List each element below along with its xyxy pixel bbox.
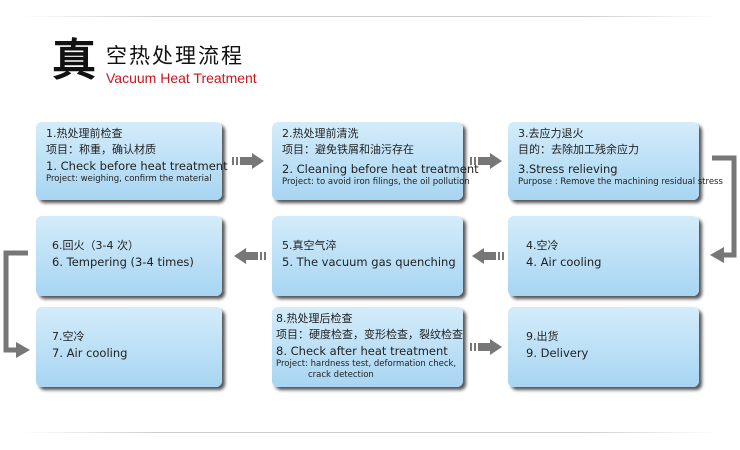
connector-right-icon	[710, 155, 737, 263]
step-2: 2.热处理前清洗 项目：避免铁屑和油污存在 2. Cleaning before…	[272, 122, 479, 200]
step-1: 1.热处理前检查 项目：称重，确认材质 1. Check before heat…	[36, 122, 228, 200]
logo-char: 真	[52, 35, 96, 86]
step-cn-desc: 项目：避免铁屑和油污存在	[282, 143, 414, 156]
step-en-title: 6. Tempering (3-4 times)	[52, 255, 194, 269]
step-en-title: 4. Air cooling	[526, 255, 602, 269]
step-en-desc: Project: to avoid iron filings, the oil …	[282, 177, 470, 187]
title-cn: 空热处理流程	[106, 44, 244, 68]
step-en-title: 8. Check after heat treatment	[276, 344, 448, 358]
step-en-desc: Purpose : Remove the machining residual …	[518, 177, 723, 187]
step-en-title: 7. Air cooling	[52, 346, 128, 360]
step-en-desc-2: crack detection	[308, 370, 374, 380]
arrow-right-icon	[470, 153, 502, 169]
step-en-title: 3.Stress relieving	[518, 162, 618, 176]
arrow-left-icon	[234, 248, 266, 264]
step-en-title: 2. Cleaning before heat treatment	[282, 162, 479, 176]
step-cn-title: 8.热处理后检查	[276, 312, 353, 325]
step-5: 5.真空气淬 5. The vacuum gas quenching	[272, 216, 463, 296]
step-cn-title: 6.回火（3-4 次）	[52, 239, 139, 252]
bottom-divider	[20, 432, 720, 433]
step-7: 7.空冷 7. Air cooling	[36, 307, 222, 387]
step-cn-title: 2.热处理前清洗	[282, 127, 359, 140]
arrow-left-icon	[472, 248, 504, 264]
step-6: 6.回火（3-4 次） 6. Tempering (3-4 times)	[36, 216, 222, 296]
step-cn-title: 3.去应力退火	[518, 127, 584, 140]
step-en-desc: Project: weighing, confirm the material	[46, 174, 212, 184]
step-en-title: 1. Check before heat treatment	[46, 159, 228, 173]
step-cn-desc: 项目：称重，确认材质	[46, 143, 156, 156]
arrow-right-icon	[232, 153, 264, 169]
step-cn-title: 9.出货	[526, 330, 559, 343]
step-en-title: 5. The vacuum gas quenching	[282, 255, 456, 269]
title-en: Vacuum Heat Treatment	[106, 70, 257, 86]
step-en-title: 9. Delivery	[526, 346, 589, 360]
step-cn-desc: 项目：硬度检查，变形检查，裂纹检查	[276, 328, 463, 341]
step-cn-desc: 目的：去除加工残余应力	[518, 143, 639, 156]
step-3: 3.去应力退火 目的：去除加工残余应力 3.Stress relieving P…	[508, 122, 723, 200]
step-cn-title: 5.真空气淬	[282, 239, 337, 252]
step-cn-title: 7.空冷	[52, 330, 85, 343]
step-4: 4.空冷 4. Air cooling	[508, 216, 699, 296]
step-9: 9.出货 9. Delivery	[508, 307, 699, 387]
step-cn-title: 1.热处理前检查	[46, 127, 123, 140]
connector-left-icon	[3, 250, 30, 358]
step-cn-title: 4.空冷	[526, 239, 559, 252]
step-en-desc: Project: hardness test, deformation chec…	[276, 359, 457, 369]
arrow-right-icon	[470, 339, 502, 355]
top-divider	[20, 16, 720, 17]
step-8: 8.热处理后检查 项目：硬度检查，变形检查，裂纹检查 8. Check afte…	[272, 307, 463, 387]
